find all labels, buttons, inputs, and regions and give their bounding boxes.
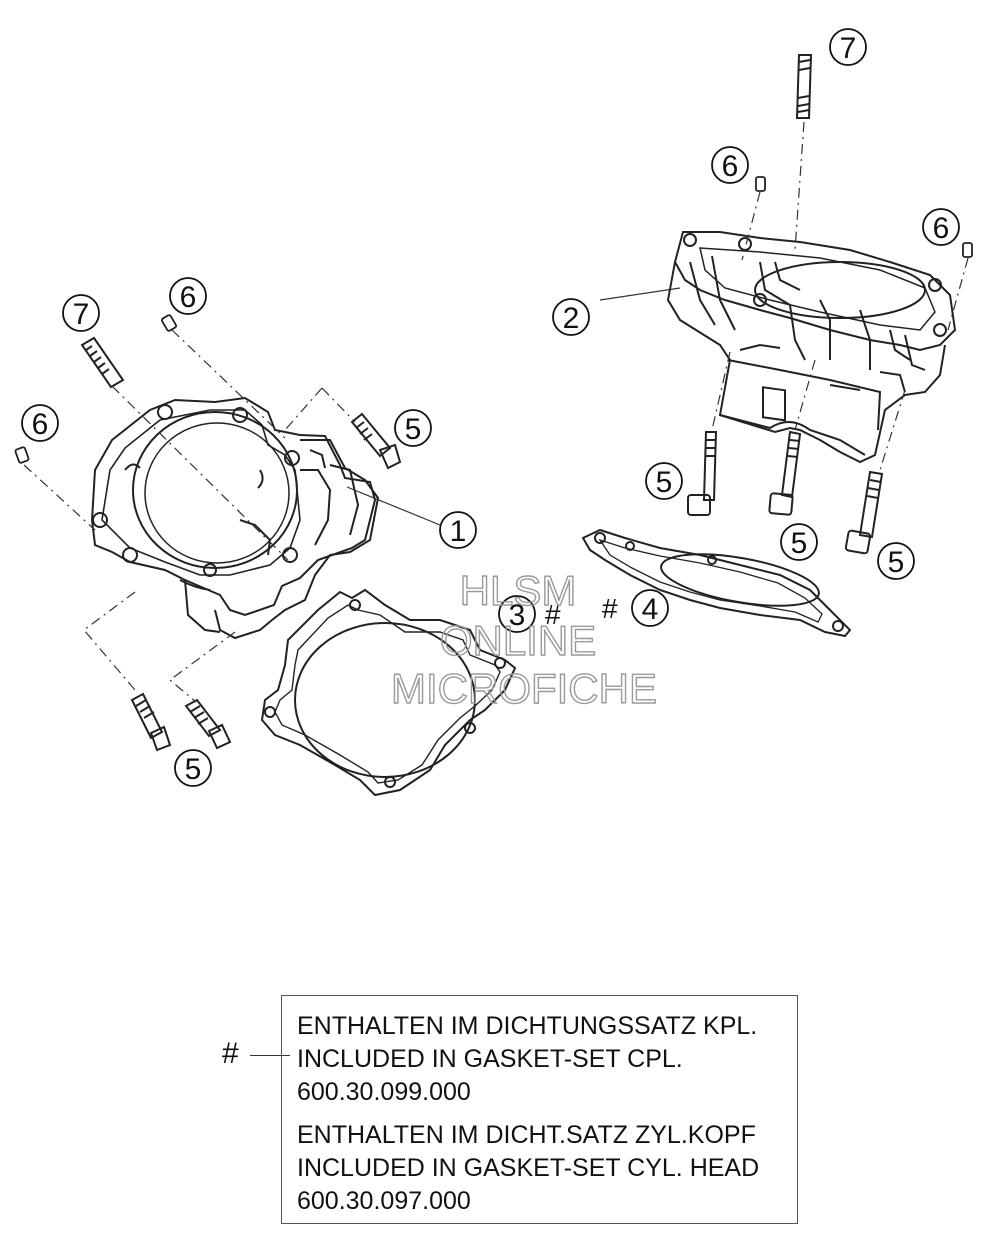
cylinder-bolts: [130, 412, 884, 752]
callout-4-circle: [631, 589, 669, 627]
callout-5a: 5: [405, 413, 422, 446]
stud-front: [80, 336, 125, 389]
legend-hash-symbol: #: [222, 1037, 239, 1070]
callout-5e-circle: [877, 542, 915, 580]
callout-7a: 7: [73, 298, 90, 331]
callout-5e: 5: [888, 546, 905, 579]
legend-leader-line: [250, 1055, 290, 1056]
callout-2-circle: [552, 298, 590, 336]
watermark-line2: ONLINE: [440, 617, 596, 664]
callout-3: 3: [509, 599, 526, 632]
cylinder-rear: [666, 231, 957, 464]
gasket-cylinder-head: [581, 528, 852, 638]
legend-group2-line3: 600.30.097.000: [297, 1187, 471, 1215]
gasket-4-hash: #: [602, 593, 618, 624]
watermark-line1: HLSM: [460, 567, 577, 614]
callout-1-circle: [439, 511, 477, 549]
watermark-line3: MICROFICHE: [391, 665, 657, 712]
callout-5d-circle: [780, 523, 818, 561]
legend-gap: [297, 1109, 797, 1119]
legend-group1-line3: 600.30.099.000: [297, 1078, 471, 1106]
watermark: HLSM ONLINE MICROFICHE: [390, 566, 657, 712]
callout-5b-circle: [174, 749, 212, 787]
dashed-guide-lines: [23, 121, 969, 703]
dowel-pins: [14, 176, 973, 464]
callout-6a-circle: [169, 277, 207, 315]
callout-5b: 5: [185, 753, 202, 786]
callout-6d: 6: [933, 212, 950, 245]
callout-6d-circle: [922, 208, 960, 246]
callout-4: 4: [642, 593, 659, 626]
callout-7b: 7: [840, 32, 857, 65]
legend-box: ENTHALTEN IM DICHTUNGSSATZ KPL. INCLUDED…: [281, 995, 798, 1224]
gasket-cylinder-base: [260, 588, 517, 797]
gasket-3-hash: #: [545, 599, 561, 630]
leader-lines: [346, 287, 681, 526]
callout-7b-circle: [829, 28, 867, 66]
callout-5a-circle: [394, 409, 432, 447]
callout-1: 1: [450, 515, 467, 548]
stud-rear: [795, 54, 813, 119]
callout-3-circle: [498, 595, 536, 633]
callout-6b-circle: [21, 404, 59, 442]
callout-6a: 6: [180, 281, 197, 314]
cylinder-front: [90, 396, 380, 640]
callout-7a-circle: [62, 294, 100, 332]
callout-6c-circle: [711, 146, 749, 184]
callout-5d: 5: [791, 527, 808, 560]
callout-5c-circle: [645, 462, 683, 500]
legend-group2-line1: ENTHALTEN IM DICHT.SATZ ZYL.KOPF: [297, 1121, 756, 1149]
legend-group1-line1: ENTHALTEN IM DICHTUNGSSATZ KPL.: [297, 1012, 758, 1040]
legend-group1-line2: INCLUDED IN GASKET-SET CPL.: [297, 1045, 683, 1073]
legend-group2-line2: INCLUDED IN GASKET-SET CYL. HEAD: [297, 1154, 760, 1182]
callouts: [21, 28, 960, 787]
callout-6b: 6: [32, 408, 49, 441]
callout-6c: 6: [722, 150, 739, 183]
callout-numbers: 1 2 3 4 5 5 5 5 5 6 6 6 6 7 7: [32, 32, 950, 786]
callout-2: 2: [563, 302, 580, 335]
callout-5c: 5: [656, 466, 673, 499]
